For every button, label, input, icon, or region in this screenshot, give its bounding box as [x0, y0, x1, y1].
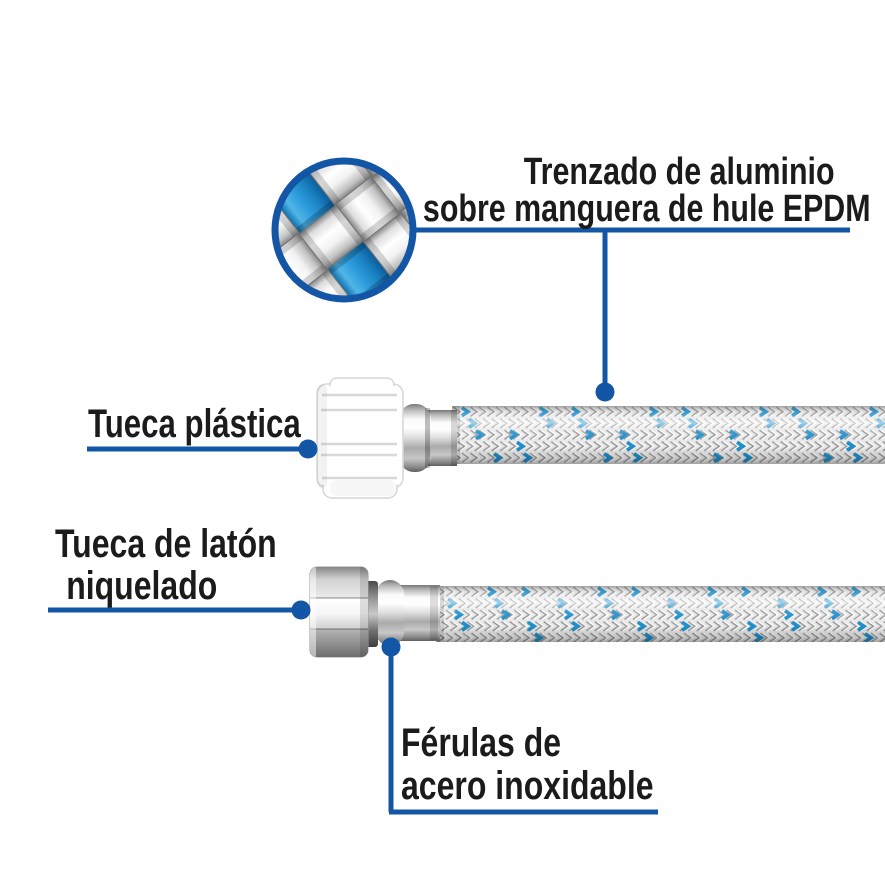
brass-nut [309, 566, 369, 658]
callout-lines [48, 227, 850, 815]
ferrule-top-sleeve [428, 410, 457, 466]
label-ferrules: Férulas de acero inoxidable [401, 722, 654, 808]
label-ferrules-line2: acero inoxidable [401, 764, 654, 808]
label-braid-line2: sobre manguera de hule EPDM [423, 188, 871, 230]
label-plastic-nut: Tueca plástica [88, 402, 301, 446]
inset-circle-border [271, 157, 417, 303]
callout-dot-plastic-nut [298, 439, 318, 459]
plastic-nut [316, 377, 404, 499]
ferrule-top-bead [399, 404, 431, 472]
label-braid-annotation: Trenzado de aluminio sobre manguera de h… [423, 151, 871, 230]
callout-dot-brass-nut [291, 600, 311, 620]
label-brass-nut: Tueca de latón niquelado [55, 523, 277, 607]
callout-dot-braid [595, 382, 615, 402]
ferrule-bottom-sleeve [398, 585, 440, 641]
braid-detail-inset [271, 157, 417, 303]
label-brass-nut-line1: Tueca de latón [55, 522, 277, 566]
callout-dots [291, 382, 615, 657]
upper-hose-assembly [316, 377, 885, 499]
ferrule-bottom-washer [366, 581, 378, 647]
ferrule-bottom-bead [376, 580, 404, 646]
callout-dot-ferrule [381, 637, 401, 657]
label-brass-nut-line2: niquelado [66, 564, 218, 608]
label-braid-line1: Trenzado de aluminio [524, 151, 835, 193]
label-ferrules-line1: Férulas de [401, 721, 562, 765]
lower-hose-assembly [309, 566, 885, 658]
